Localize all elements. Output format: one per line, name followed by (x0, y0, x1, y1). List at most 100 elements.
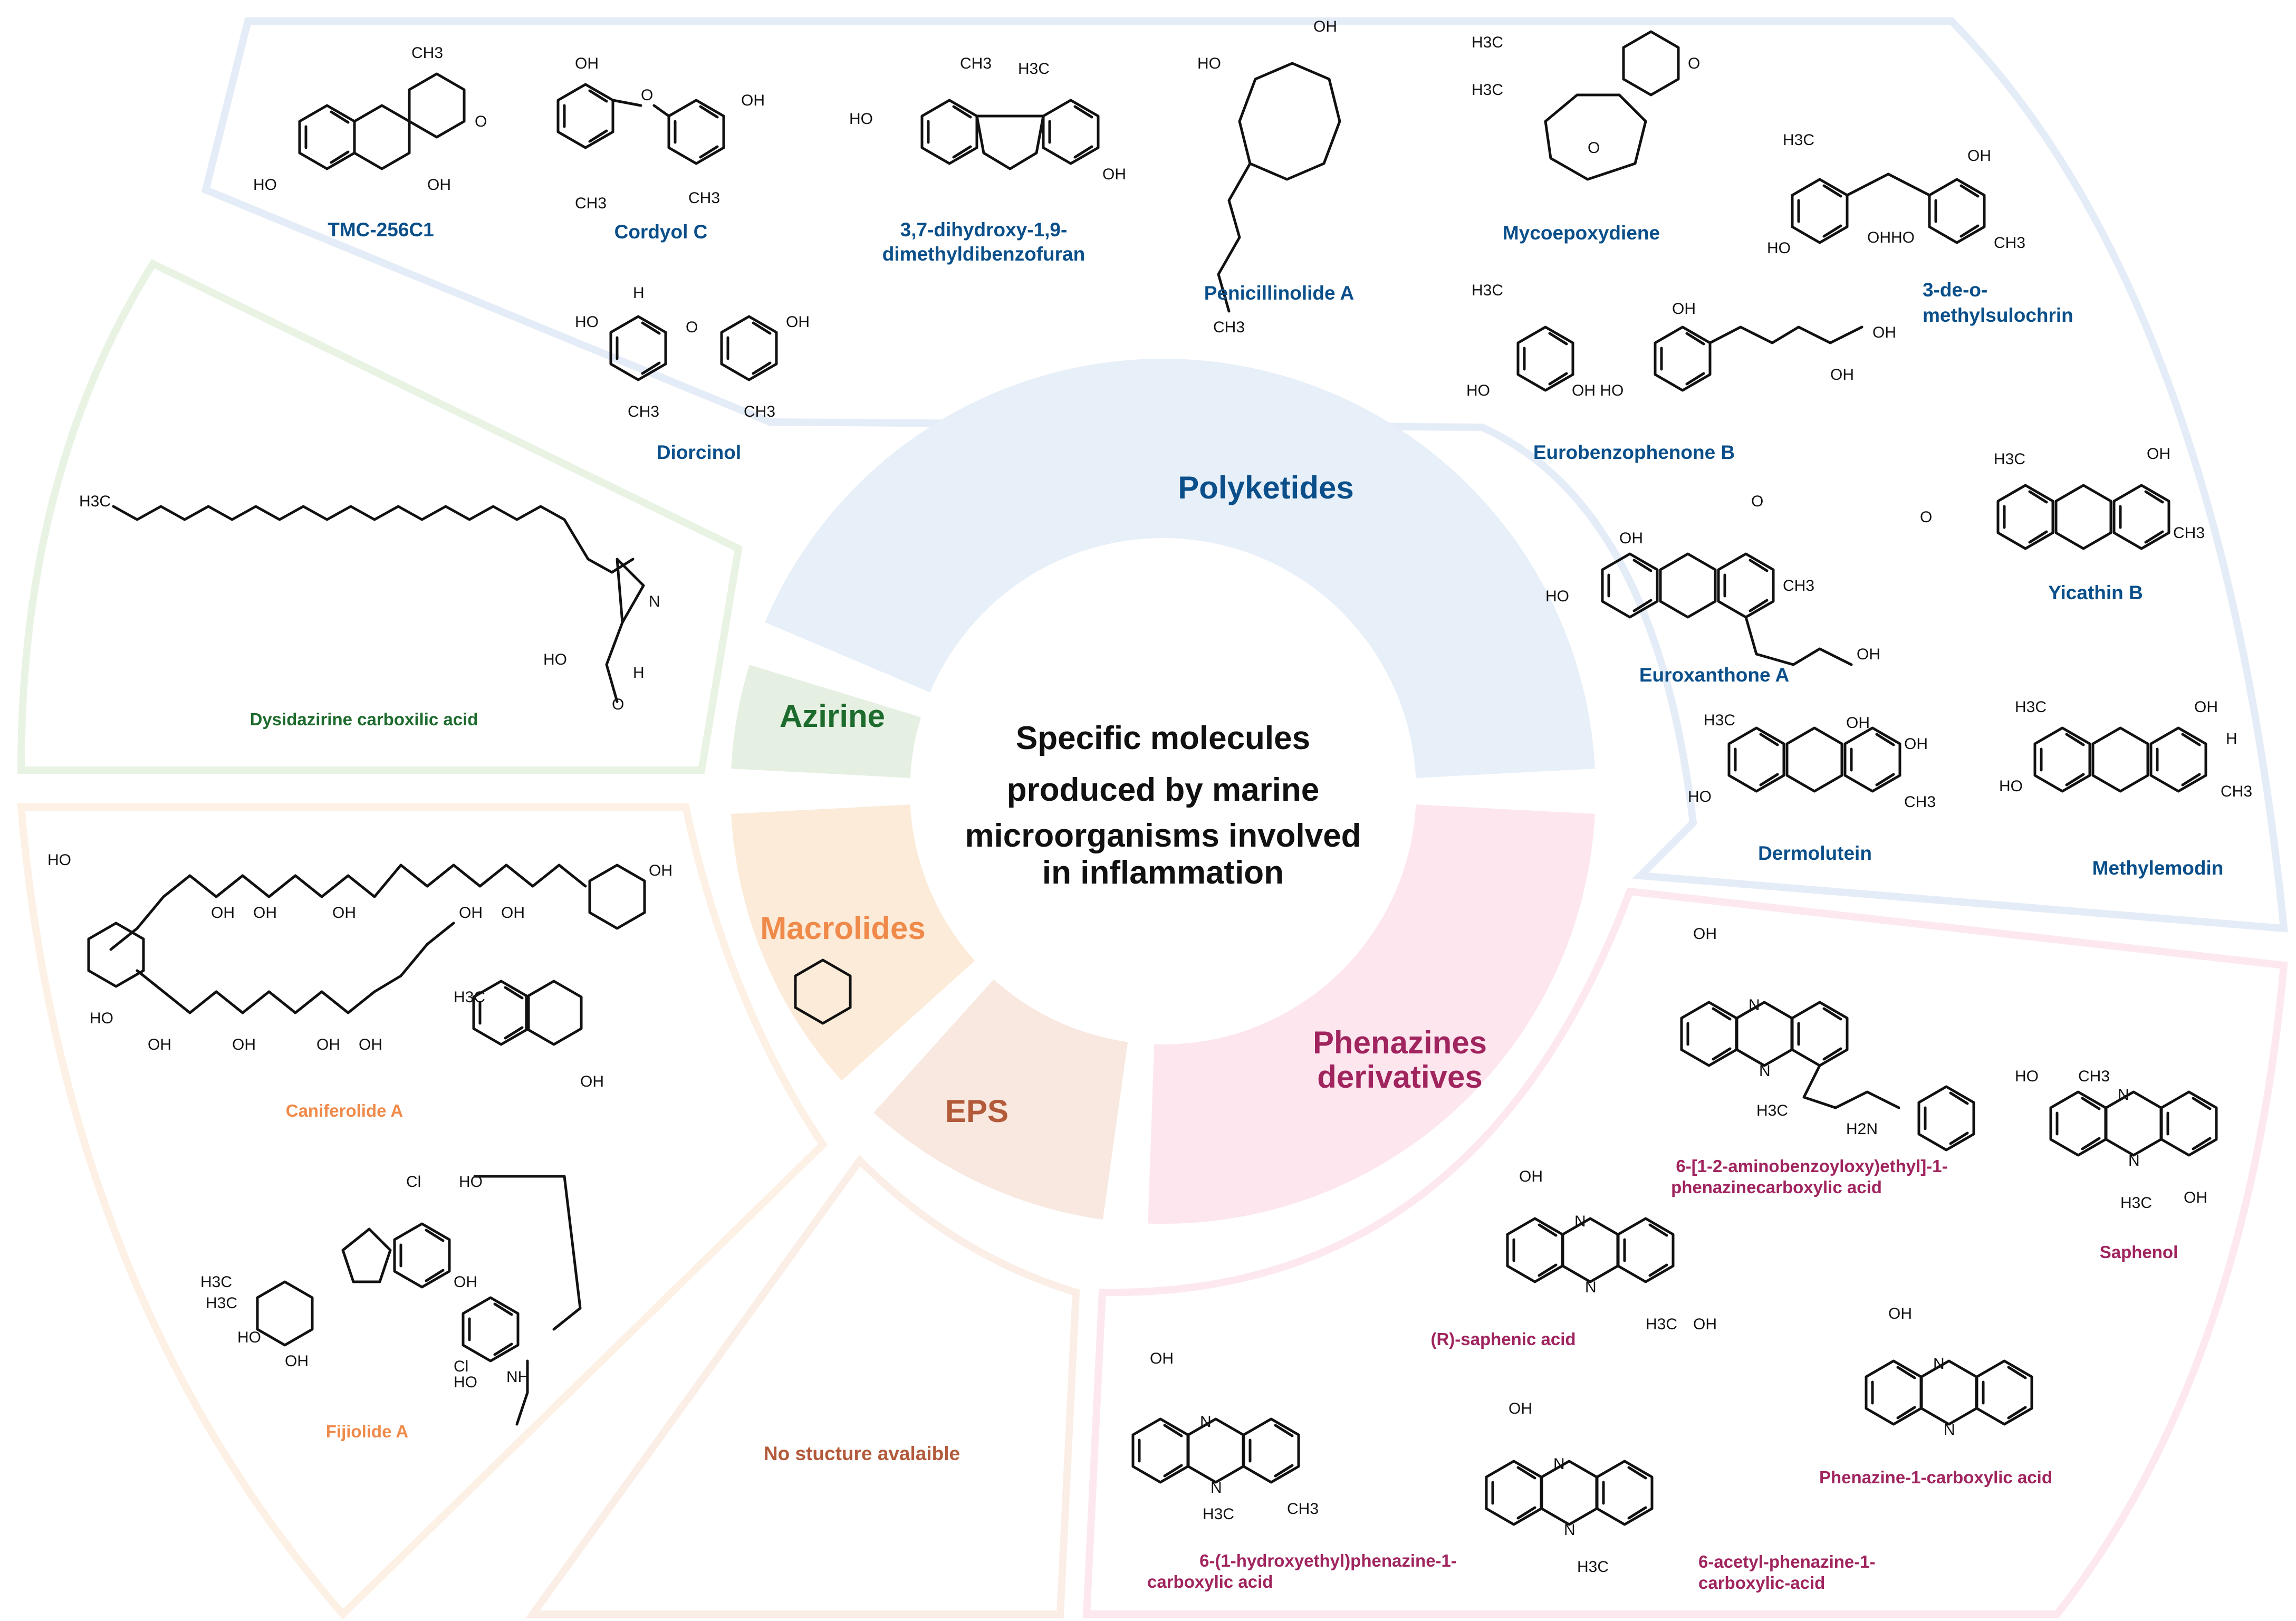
label-aminobenzoyloxy-1: 6-[1-2-aminobenzoyloxy)ethyl]-1- (1676, 1156, 1947, 1176)
svg-text:HO: HO (2015, 1068, 2039, 1085)
svg-text:H3C: H3C (2120, 1194, 2152, 1212)
svg-text:N: N (2118, 1086, 2129, 1104)
svg-text:CH3: CH3 (744, 403, 775, 420)
svg-text:O: O (612, 696, 624, 713)
svg-text:OH HO: OH HO (1572, 382, 1623, 399)
svg-text:OH: OH (427, 176, 451, 194)
svg-text:H3C: H3C (1018, 60, 1050, 78)
svg-text:OH: OH (232, 1036, 256, 1053)
phenazines-sector (1148, 804, 1595, 1224)
svg-text:HO: HO (575, 313, 599, 331)
azirine-label: Azirine (780, 698, 885, 734)
svg-text:OH: OH (1313, 18, 1337, 35)
svg-text:O: O (1920, 509, 1932, 526)
macrolides-label: Macrolides (760, 910, 925, 946)
label-hydroxyethyl-pca-1: 6-(1-hydroxyethyl)phenazine-1- (1199, 1551, 1457, 1570)
svg-text:CH3: CH3 (688, 189, 720, 207)
svg-text:N: N (1585, 1279, 1597, 1296)
svg-text:H3C: H3C (1203, 1505, 1234, 1523)
svg-text:HO: HO (1767, 239, 1791, 257)
svg-text:N: N (1211, 1479, 1222, 1497)
svg-text:OH: OH (1693, 1316, 1717, 1333)
svg-text:H3C: H3C (1783, 131, 1814, 149)
svg-text:OH: OH (575, 55, 599, 72)
svg-text:CH3: CH3 (628, 403, 659, 420)
label-dibenzofuran-2: dimethyldibenzofuran (882, 243, 1085, 265)
svg-text:H: H (633, 284, 645, 302)
svg-text:H3C: H3C (200, 1273, 232, 1291)
svg-text:OH: OH (649, 862, 673, 879)
svg-text:H3C: H3C (206, 1294, 237, 1312)
phenazines-label-line-2: derivatives (1317, 1059, 1483, 1095)
label-caniferolide: Caniferolide A (286, 1101, 403, 1120)
svg-text:CH3: CH3 (2078, 1068, 2110, 1085)
svg-text:HO: HO (459, 1173, 483, 1191)
svg-text:H3C: H3C (1472, 282, 1503, 299)
svg-text:OH: OH (1509, 1400, 1532, 1417)
svg-text:O: O (1588, 139, 1600, 157)
svg-text:N: N (1944, 1421, 1955, 1438)
svg-text:OH: OH (253, 904, 277, 922)
svg-text:H: H (633, 664, 645, 682)
polyketides-label: Polyketides (1178, 470, 1354, 505)
svg-text:HO: HO (1197, 55, 1221, 72)
svg-text:OH: OH (1150, 1350, 1174, 1367)
label-aminobenzoyloxy-2: phenazinecarboxylic acid (1671, 1177, 1882, 1197)
svg-text:Cl: Cl (406, 1173, 421, 1191)
label-yicathin: Yicathin B (2048, 582, 2143, 603)
svg-text:O: O (1751, 493, 1763, 510)
svg-text:OH: OH (1102, 166, 1126, 183)
svg-text:O: O (641, 87, 653, 104)
polyketides-sector (765, 358, 1595, 778)
svg-text:N: N (1749, 996, 1760, 1014)
svg-text:N: N (2128, 1152, 2140, 1169)
svg-text:O: O (475, 113, 487, 130)
svg-text:N: N (649, 593, 660, 610)
label-tmc: TMC-256C1 (328, 219, 434, 241)
svg-text:H3C: H3C (1472, 81, 1503, 99)
svg-text:OH: OH (1888, 1305, 1912, 1322)
svg-text:CH3: CH3 (2173, 524, 2205, 542)
label-acetyl-pca-1: 6-acetyl-phenazine-1- (1698, 1552, 1876, 1571)
svg-text:HO: HO (543, 651, 567, 668)
svg-text:OH: OH (316, 1036, 340, 1053)
macrolides-frame (17, 803, 828, 1620)
donut-chart (731, 358, 1595, 1224)
label-sulochrin-2: methylsulochrin (1923, 304, 2073, 326)
svg-text:HO: HO (90, 1010, 113, 1027)
svg-text:CH3: CH3 (1287, 1500, 1319, 1518)
svg-text:H3C: H3C (1704, 712, 1735, 729)
structure-pca: NN OH (1866, 1305, 2032, 1438)
svg-text:N: N (1553, 1455, 1565, 1473)
svg-text:OH: OH (2194, 698, 2218, 716)
svg-text:OH: OH (501, 904, 525, 922)
svg-text:Cl: Cl (454, 1358, 468, 1375)
svg-text:CH3: CH3 (960, 55, 992, 72)
svg-text:CH3: CH3 (1783, 577, 1814, 594)
svg-text:OH: OH (2184, 1189, 2207, 1206)
svg-text:OH: OH (1619, 530, 1643, 547)
svg-text:HO: HO (1688, 788, 1712, 805)
svg-text:OH: OH (1830, 366, 1854, 383)
svg-text:NH: NH (506, 1368, 529, 1386)
svg-text:H3C: H3C (1756, 1102, 1788, 1119)
svg-text:OH: OH (786, 313, 810, 331)
label-dysidazirine: Dysidazirine carboxilic acid (250, 709, 478, 729)
svg-text:OH: OH (1519, 1168, 1543, 1185)
svg-text:OH: OH (332, 904, 356, 922)
svg-text:H3C: H3C (1577, 1558, 1609, 1576)
svg-text:OH: OH (359, 1036, 382, 1053)
svg-text:OH: OH (285, 1353, 309, 1370)
svg-text:HO: HO (253, 176, 277, 194)
azirine-sector (731, 665, 921, 778)
svg-text:OH: OH (1693, 925, 1717, 943)
svg-text:CH3: CH3 (2221, 783, 2252, 800)
